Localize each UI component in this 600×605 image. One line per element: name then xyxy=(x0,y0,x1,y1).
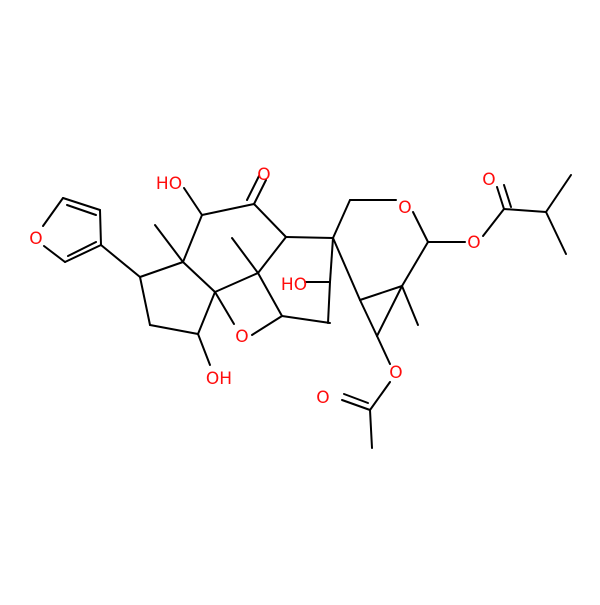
acetate-carbonyl-oxygen-label: O xyxy=(316,388,329,408)
bond xyxy=(376,285,403,337)
bond xyxy=(359,285,403,301)
hydroxyl-bottom-label: OH xyxy=(206,369,232,389)
bond xyxy=(253,179,267,205)
bond xyxy=(369,381,391,411)
bond xyxy=(503,184,512,208)
bond xyxy=(329,237,334,283)
bond xyxy=(332,237,361,301)
bond xyxy=(257,272,283,317)
bond xyxy=(401,241,429,287)
ester-oxygen-label: O xyxy=(467,233,480,253)
bond xyxy=(359,299,378,337)
bond xyxy=(42,197,64,227)
ketone-oxygen-label: O xyxy=(257,165,270,185)
acetate-oxygen-label: O xyxy=(389,363,402,383)
bond xyxy=(253,203,287,238)
atom-labels: O HO O O O O HO O OH O O xyxy=(29,165,495,408)
ester-carbonyl-oxygen-label: O xyxy=(482,170,495,190)
bond xyxy=(482,208,505,237)
bond xyxy=(496,186,505,210)
bond xyxy=(139,261,184,278)
bonds xyxy=(42,174,572,449)
bond xyxy=(197,291,216,335)
bond xyxy=(214,291,235,325)
furan-oxygen-label: O xyxy=(29,229,42,249)
bond xyxy=(257,236,287,274)
bond xyxy=(545,211,567,255)
bond xyxy=(154,224,184,263)
bond xyxy=(343,393,369,404)
bond xyxy=(182,261,216,293)
bond xyxy=(201,203,255,216)
bond xyxy=(66,204,97,216)
bond xyxy=(332,199,351,239)
bond xyxy=(99,209,102,246)
bond xyxy=(214,272,259,293)
bond xyxy=(64,244,102,263)
bond xyxy=(401,285,419,326)
bond xyxy=(503,208,547,213)
bond xyxy=(246,175,260,201)
bond xyxy=(281,315,331,324)
bond xyxy=(327,281,331,324)
bond xyxy=(231,237,259,274)
bond xyxy=(285,236,334,239)
bond xyxy=(376,335,391,365)
bond xyxy=(62,197,101,211)
bond xyxy=(67,241,97,257)
ring-oxygen-top-label: O xyxy=(398,198,411,218)
bond xyxy=(43,245,66,263)
bond xyxy=(412,211,429,243)
hydroxyl-bridge-label: HO xyxy=(281,275,307,295)
bond xyxy=(545,174,572,213)
bond xyxy=(149,324,199,335)
bond xyxy=(139,276,151,326)
bond xyxy=(182,214,203,263)
bond xyxy=(251,315,283,336)
bond xyxy=(183,187,203,216)
bond xyxy=(369,409,373,449)
bond xyxy=(341,399,371,411)
ether-oxygen-label: O xyxy=(235,327,248,347)
bond xyxy=(100,244,141,278)
bond xyxy=(197,333,211,366)
hydroxyl-top-label: HO xyxy=(156,174,182,194)
